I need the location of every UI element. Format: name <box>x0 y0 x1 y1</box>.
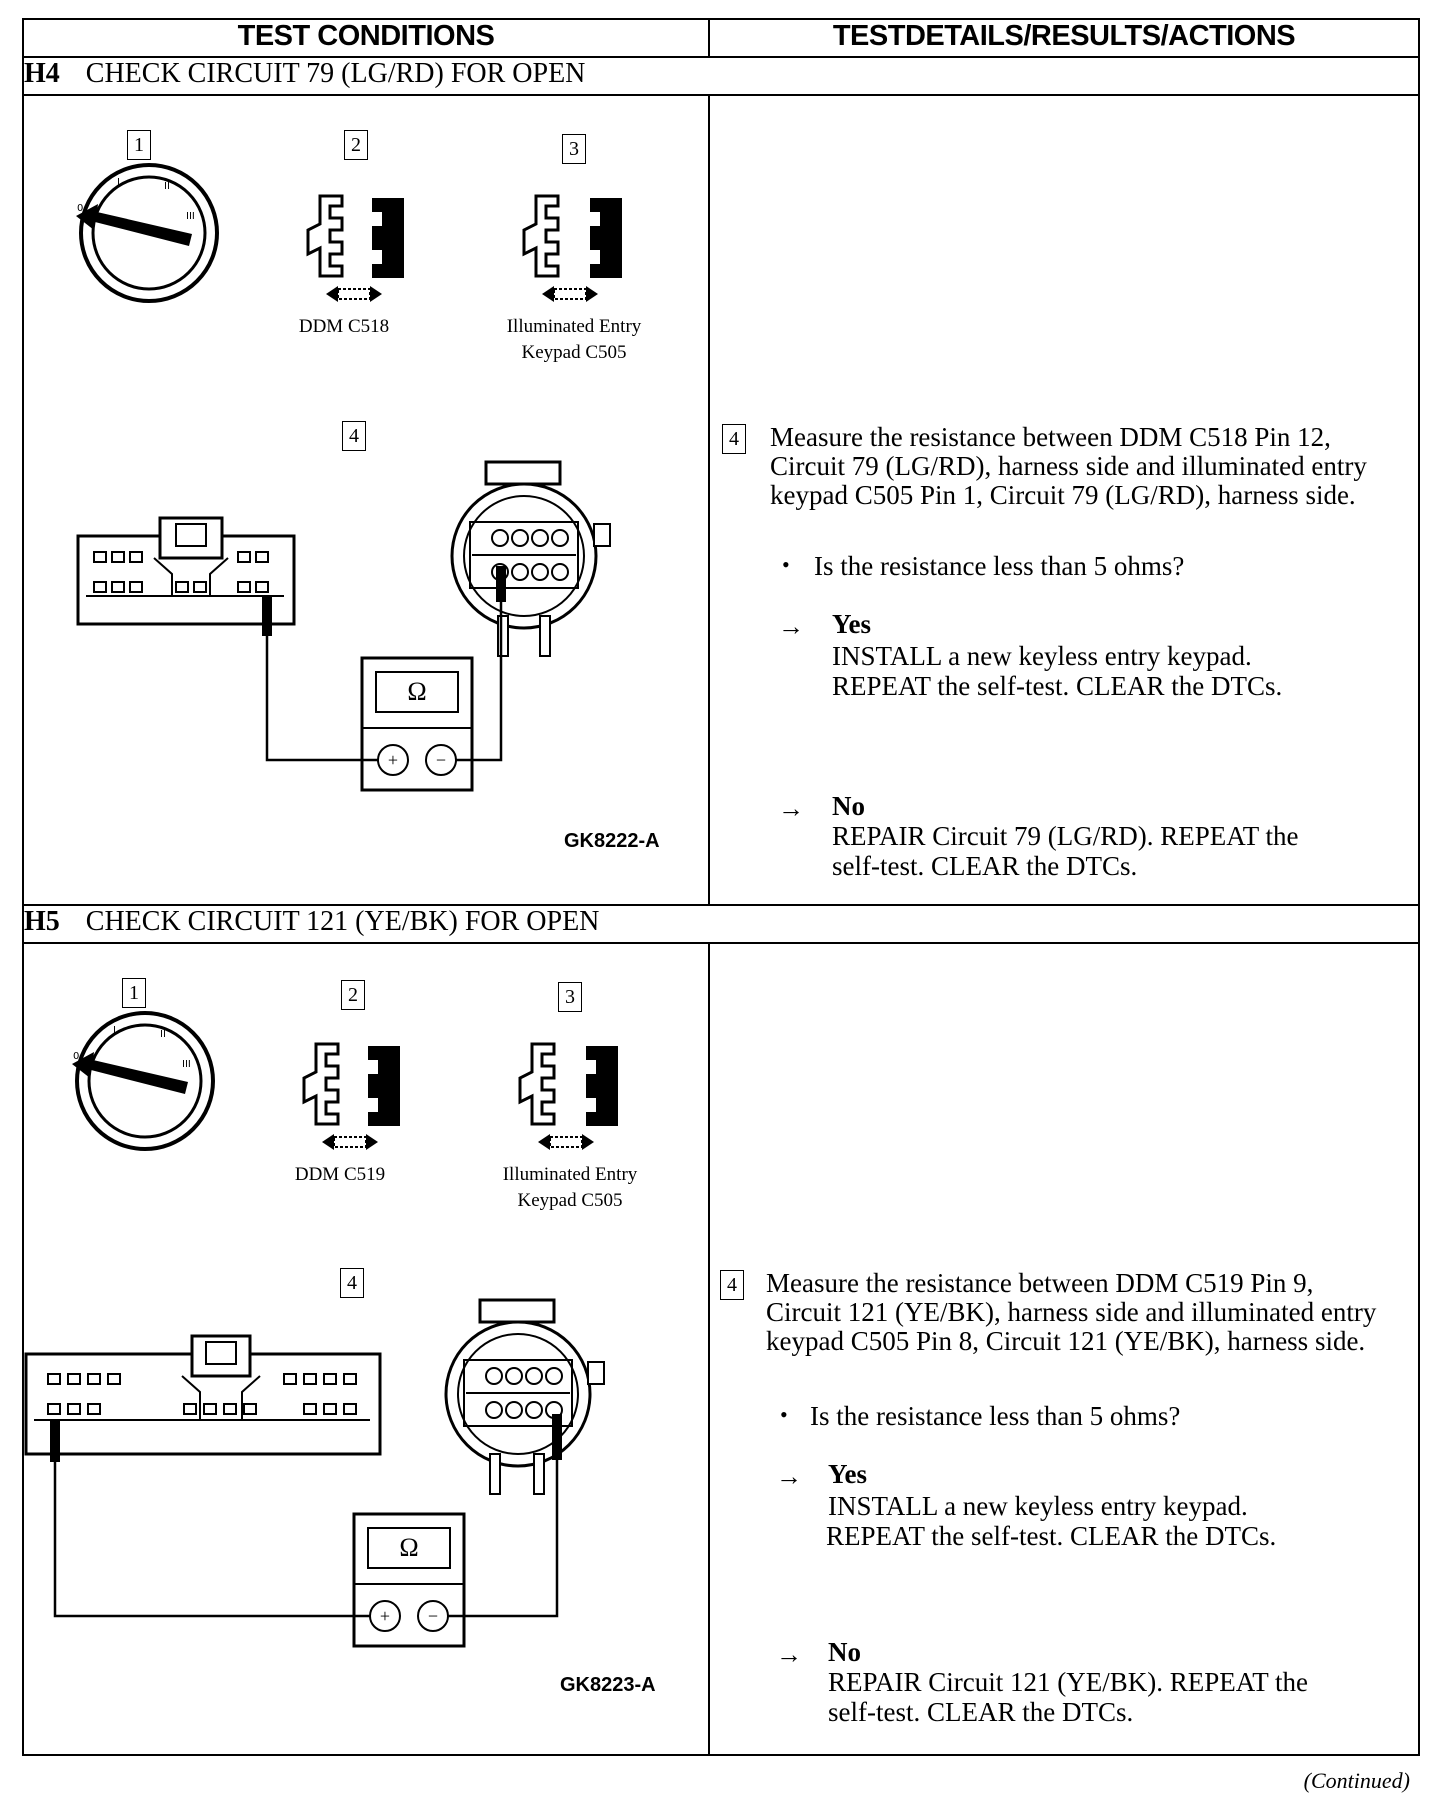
ohmmeter-icon <box>352 1512 466 1648</box>
minus-terminal: − <box>435 750 447 770</box>
pinpoint-test-table: TEST CONDITIONS TESTDETAILS/RESULTS/ACTI… <box>22 18 1420 1756</box>
svg-text:II: II <box>164 181 170 192</box>
step-2-box: 2 <box>344 130 368 160</box>
step-4-box: 4 <box>720 1270 744 1300</box>
yes-arrow-icon: → <box>778 612 804 641</box>
test-details-header: TESTDETAILS/RESULTS/ACTIONS <box>708 18 1420 58</box>
svg-text:III: III <box>186 211 195 222</box>
test-lead-positive <box>265 636 378 762</box>
plus-terminal: + <box>379 1606 391 1626</box>
step-4-box: 4 <box>722 424 746 454</box>
connector-b-label-line1: Illuminated Entry <box>502 1164 638 1185</box>
section-code: H4 <box>24 58 60 89</box>
connector-b-label-line2: Keypad C505 <box>517 1190 623 1211</box>
bullet: • <box>780 1402 788 1427</box>
svg-text:I: I <box>113 1025 116 1036</box>
section-code: H5 <box>24 906 60 937</box>
no-action-line1: REPAIR Circuit 79 (LG/RD). REPEAT the <box>832 821 1299 851</box>
step-2-box: 2 <box>341 980 365 1010</box>
no-label: No <box>832 791 865 821</box>
yes-arrow-icon: → <box>776 1462 802 1491</box>
step-1-box: 1 <box>127 130 151 160</box>
no-action-line2: self-test. CLEAR the DTCs. <box>828 1697 1134 1727</box>
test-lead-negative <box>456 602 503 762</box>
instruction-text: Measure the resistance between DDM C518 … <box>770 422 1367 510</box>
test-lead-negative <box>448 1460 559 1618</box>
question-text: Is the resistance less than 5 ohms? <box>814 551 1185 581</box>
ignition-switch-icon: 0 I II III <box>72 1011 215 1151</box>
connector-a-label: DDM C518 <box>298 316 390 337</box>
h4-test-conditions: 1 2 3 4 0 I II III <box>22 94 710 906</box>
h5-diagram: 0 I II III <box>24 1011 618 1648</box>
disconnect-connector-icon <box>522 194 622 302</box>
plus-terminal: + <box>387 750 399 770</box>
instruction-text: Measure the resistance between DDM C519 … <box>766 1268 1377 1356</box>
test-lead-positive <box>53 1462 370 1618</box>
h4-diagram: 0 I II III <box>76 163 622 792</box>
question-text: Is the resistance less than 5 ohms? <box>810 1401 1181 1431</box>
ddm-connector-icon <box>76 516 296 636</box>
svg-text:0: 0 <box>77 203 83 214</box>
no-arrow-icon: → <box>778 794 804 823</box>
h5-test-conditions: 1 2 3 4 0 I II III <box>22 942 710 1756</box>
svg-text:III: III <box>182 1059 191 1070</box>
ohmmeter-icon <box>360 656 474 792</box>
keypad-connector-icon <box>450 460 611 657</box>
connector-a-label: DDM C519 <box>294 1164 386 1185</box>
disconnect-connector-icon <box>518 1042 618 1150</box>
disconnect-connector-icon <box>306 194 404 302</box>
yes-action-line1: INSTALL a new keyless entry keypad. <box>828 1491 1248 1521</box>
section-title: CHECK CIRCUIT 79 (LG/RD) FOR OPEN <box>85 58 586 89</box>
yes-label: Yes <box>832 609 871 639</box>
step-4-box: 4 <box>342 421 366 451</box>
continued-note: (Continued) <box>1303 1768 1410 1793</box>
no-action-line1: REPAIR Circuit 121 (YE/BK). REPEAT the <box>828 1667 1309 1697</box>
no-label: No <box>828 1637 861 1667</box>
connector-b-label-line1: Illuminated Entry <box>506 316 642 337</box>
yes-action-line2: REPEAT the self-test. CLEAR the DTCs. <box>826 1521 1277 1551</box>
no-arrow-icon: → <box>776 1640 802 1669</box>
keypad-connector-icon <box>444 1298 605 1495</box>
svg-text:I: I <box>117 177 120 188</box>
h4-test-details: 4 Measure the resistance between DDM C51… <box>708 94 1420 906</box>
figure-id: GK8222-A <box>564 830 660 852</box>
ohm-symbol: Ω <box>407 677 427 706</box>
yes-label: Yes <box>828 1459 867 1489</box>
diagnostic-page: TEST CONDITIONS TESTDETAILS/RESULTS/ACTI… <box>22 18 1420 1768</box>
ohm-symbol: Ω <box>399 1533 419 1562</box>
connector-b-label-line2: Keypad C505 <box>521 342 627 363</box>
section-h5-title-row: H5 CHECK CIRCUIT 121 (YE/BK) FOR OPEN <box>22 904 1420 944</box>
minus-terminal: − <box>427 1606 439 1626</box>
svg-text:II: II <box>160 1029 166 1040</box>
h5-test-details: 4 Measure the resistance between DDM C51… <box>708 942 1420 1756</box>
step-3-box: 3 <box>562 134 586 164</box>
section-title: CHECK CIRCUIT 121 (YE/BK) FOR OPEN <box>85 906 600 937</box>
step-4-box: 4 <box>340 1268 364 1298</box>
yes-action-line2: REPEAT the self-test. CLEAR the DTCs. <box>832 671 1283 701</box>
figure-id: GK8223-A <box>560 1674 656 1696</box>
ddm-connector-icon <box>24 1334 382 1462</box>
yes-action-line1: INSTALL a new keyless entry keypad. <box>832 641 1252 671</box>
bullet: • <box>782 552 790 577</box>
step-3-box: 3 <box>558 982 582 1012</box>
step-1-box: 1 <box>122 978 146 1008</box>
svg-text:0: 0 <box>73 1051 79 1062</box>
section-h4-title-row: H4 CHECK CIRCUIT 79 (LG/RD) FOR OPEN <box>22 56 1420 96</box>
disconnect-connector-icon <box>302 1042 400 1150</box>
ignition-switch-icon: 0 I II III <box>76 163 219 303</box>
test-conditions-header: TEST CONDITIONS <box>22 18 710 58</box>
no-action-line2: self-test. CLEAR the DTCs. <box>832 851 1138 881</box>
